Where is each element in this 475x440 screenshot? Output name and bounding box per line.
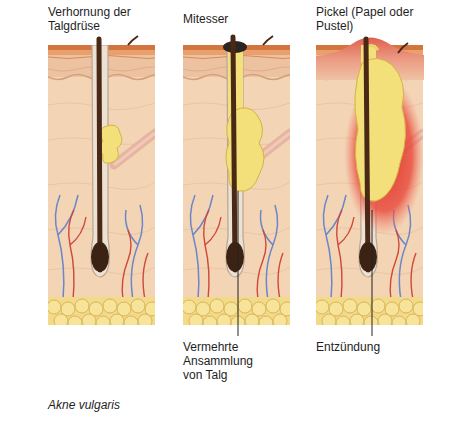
callout-label: Entzündung [316, 340, 426, 354]
callout-label: Vermehrte Ansammlung von Talg [183, 340, 263, 382]
panel-title: Verhornung der Talgdrüse [48, 5, 158, 33]
panel-title: Mitesser [183, 12, 293, 26]
panel-title: Pickel (Papel oder Pustel) [316, 5, 428, 33]
caption: Akne vulgaris [48, 398, 248, 412]
